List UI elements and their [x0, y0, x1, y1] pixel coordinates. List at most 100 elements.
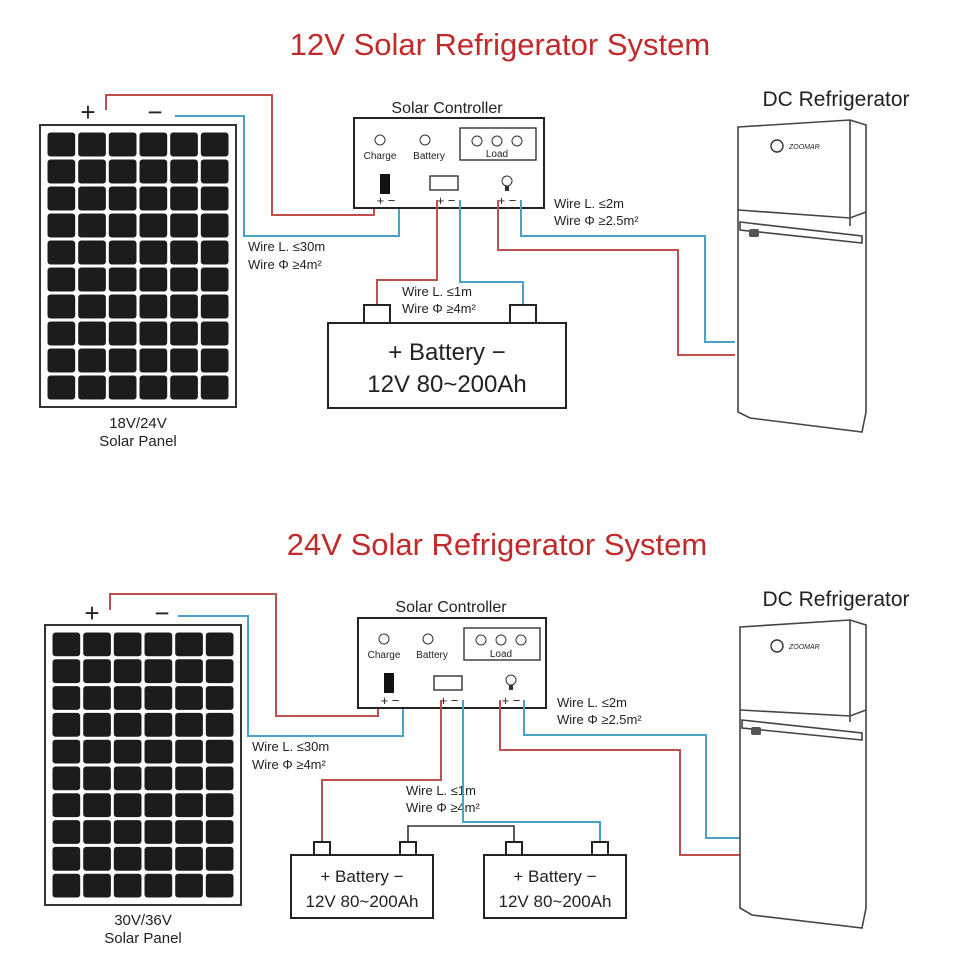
solar-cell [170, 375, 198, 400]
panel-label: Solar Panel [104, 930, 182, 947]
battery-icon [429, 175, 459, 191]
terminal-solar-sign: + − [381, 693, 400, 708]
solar-cell [47, 267, 76, 292]
battery-spec: 12V 80~200Ah [306, 892, 419, 911]
charge-led-icon [378, 633, 390, 645]
solar-cell [170, 321, 198, 346]
panel-cells [47, 132, 229, 400]
solar-cell [200, 186, 229, 211]
solar-cell [83, 766, 111, 791]
wire-panel-length: Wire L. ≤30m [252, 739, 329, 754]
load-label: Load [490, 649, 512, 660]
terminal-load-sign: + − [502, 693, 521, 708]
battery: + Battery − 12V 80~200Ah [290, 841, 434, 919]
solar-cell [78, 348, 106, 373]
wire-load-length: Wire L. ≤2m [554, 196, 624, 211]
wire-load-gauge: Wire Φ ≥2.5m² [557, 712, 642, 727]
load-knob-icon [495, 634, 507, 646]
solar-cell [144, 632, 173, 657]
fridge-lock-icon [751, 727, 761, 735]
solar-cell [175, 686, 203, 710]
solar-cell [83, 686, 111, 710]
solar-cell [139, 348, 168, 373]
solar-cell [175, 873, 203, 898]
solar-cell [200, 294, 229, 319]
fridge-door-handle [739, 221, 863, 244]
solar-cell [139, 240, 168, 265]
wire-load-positive [499, 700, 740, 856]
load-panel [459, 127, 537, 161]
wire-battery-gauge: Wire Φ ≥4m² [402, 301, 477, 316]
solar-cell [113, 766, 142, 791]
solar-cell [205, 632, 234, 657]
battery-terminal-positive [505, 841, 523, 857]
solar-cell [83, 846, 111, 871]
solar-cell [200, 375, 229, 400]
solar-controller: Solar Controller Charge Battery Load + −… [357, 599, 547, 709]
wire-panel-negative [175, 115, 400, 237]
solar-cell [83, 873, 111, 898]
solar-cell [144, 793, 173, 818]
load-label: Load [486, 149, 508, 160]
solar-cell [170, 294, 198, 319]
solar-cell [47, 375, 76, 400]
battery-label: Battery [416, 650, 448, 661]
solar-cell [47, 321, 76, 346]
battery: + Battery − 12V 80~200Ah [327, 304, 567, 409]
solar-cell [175, 846, 203, 871]
solar-cell [47, 213, 76, 238]
solar-cell [78, 213, 106, 238]
wire-battery-positive [321, 700, 442, 842]
solar-cell [175, 632, 203, 657]
brand-logo-icon [770, 639, 784, 653]
solar-cell [52, 766, 81, 791]
solar-cell [113, 846, 142, 871]
solar-cell [47, 159, 76, 184]
battery-body [290, 854, 434, 919]
solar-cell [108, 240, 137, 265]
solar-cell [108, 159, 137, 184]
battery-label: + Battery − [320, 867, 403, 886]
battery-led-icon [419, 134, 431, 146]
solar-cell [170, 240, 198, 265]
solar-cell [170, 348, 198, 373]
solar-cell [205, 659, 234, 684]
fridge-body [737, 119, 867, 433]
controller-title: Solar Controller [395, 599, 507, 616]
solar-controller: Solar Controller Charge Battery Load + −… [353, 100, 545, 209]
solar-cell [78, 159, 106, 184]
load-knob-icon [491, 135, 503, 147]
fridge-brand: ZOOMAR [788, 144, 820, 151]
solar-cell [175, 820, 203, 844]
solar-cell [78, 132, 106, 157]
solar-cell [139, 375, 168, 400]
battery-terminal-positive [313, 841, 331, 857]
solar-cell [83, 659, 111, 684]
battery-led-icon [422, 633, 434, 645]
panel-voltage: 30V/36V [114, 912, 172, 929]
solar-cell [205, 766, 234, 791]
wire-load-negative [523, 700, 740, 839]
solar-cell [78, 186, 106, 211]
solar-cell [170, 213, 198, 238]
lightbulb-base [509, 685, 513, 690]
solar-cell [139, 213, 168, 238]
solar-cell [170, 186, 198, 211]
dc-refrigerator: DC Refrigerator ZOOMAR [737, 88, 910, 433]
solar-cell [113, 739, 142, 764]
solar-cell [139, 294, 168, 319]
battery: + Battery − 12V 80~200Ah [483, 841, 627, 919]
solar-cell [52, 739, 81, 764]
solar-cell [108, 213, 137, 238]
solar-cell [139, 321, 168, 346]
fridge-lock-icon [749, 229, 759, 237]
system-24v: 24V Solar Refrigerator System + − 30V/36… [44, 527, 910, 947]
wire-load-length: Wire L. ≤2m [557, 695, 627, 710]
solar-cell [205, 793, 234, 818]
charge-led-icon [374, 134, 386, 146]
wire-panel-negative [178, 615, 404, 737]
wire-series-link [407, 825, 515, 842]
solar-cell [139, 159, 168, 184]
solar-cell [200, 213, 229, 238]
solar-cell [52, 873, 81, 898]
